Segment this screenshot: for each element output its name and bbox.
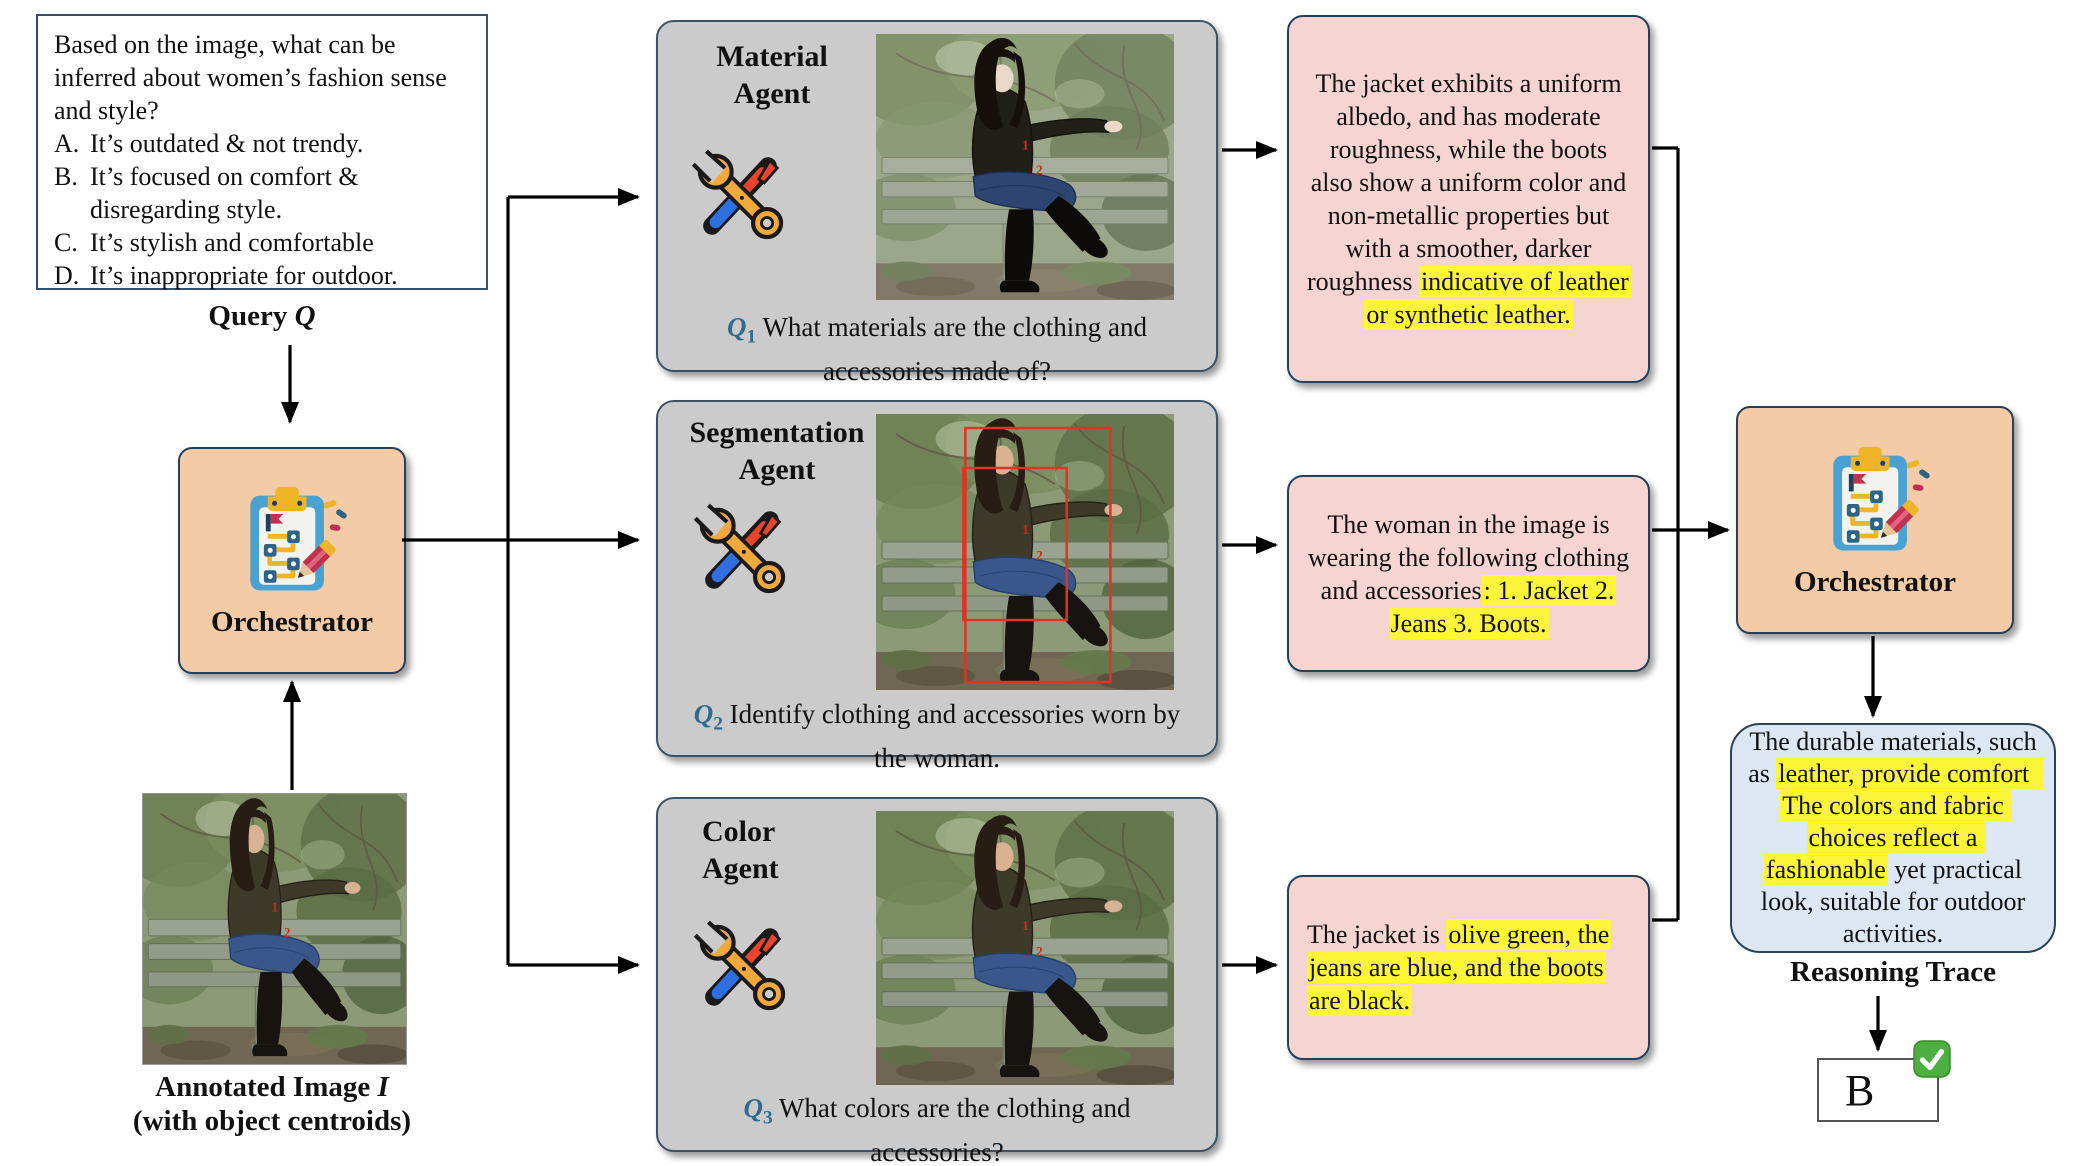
color-agent-question: Q3 What colors are the clothing and acce… bbox=[743, 1093, 1131, 1166]
query-box: Based on the image, what can be inferred… bbox=[36, 14, 488, 290]
orchestrator-box-2: Orchestrator bbox=[1736, 406, 2014, 634]
color-response-box: The jacket is olive green, the jeans are… bbox=[1287, 875, 1650, 1060]
color-response-text: The jacket is olive green, the jeans are… bbox=[1307, 919, 1612, 1016]
query-label: Query Q bbox=[208, 300, 316, 332]
material-agent-label: Material Agent bbox=[716, 40, 828, 110]
svg-text:1: 1 bbox=[1022, 523, 1029, 538]
answer-value: B bbox=[1845, 1065, 1875, 1115]
q3-symbol: Q3 bbox=[743, 1093, 773, 1129]
segmentation-response-box: The woman in the image is wearing the fo… bbox=[1287, 475, 1650, 672]
reasoning-trace-text: The durable materials, such as leather, … bbox=[1748, 727, 2044, 948]
segmentation-response-text: The woman in the image is wearing the fo… bbox=[1307, 509, 1630, 639]
segmentation-agent-question: Q2 Identify clothing and accessories wor… bbox=[693, 699, 1181, 774]
check-icon bbox=[1913, 1040, 1951, 1078]
query-option-d: D. It’s inappropriate for outdoor. bbox=[54, 261, 398, 290]
tools-icon bbox=[686, 494, 798, 606]
svg-text:1: 1 bbox=[1022, 919, 1029, 934]
svg-text:2: 2 bbox=[1036, 549, 1043, 564]
orchestrator-box-1: Orchestrator bbox=[178, 447, 406, 674]
reasoning-trace-label: Reasoning Trace bbox=[1790, 956, 1996, 988]
material-response-box: The jacket exhibits a uniform albedo, an… bbox=[1287, 15, 1650, 383]
svg-text:2: 2 bbox=[1036, 945, 1043, 960]
reasoning-trace-box: The durable materials, such as leather, … bbox=[1730, 723, 2056, 953]
answer-box: B bbox=[1817, 1058, 1939, 1122]
color-agent-label: Color Agent bbox=[702, 815, 779, 885]
q1-symbol: Q1 bbox=[726, 312, 757, 348]
segmentation-agent-label: Segmentation Agent bbox=[689, 416, 865, 486]
clipboard-pencil-icon bbox=[1812, 442, 1938, 560]
query-option-b: B. It’s focused on comfort & disregardin… bbox=[54, 162, 359, 224]
svg-text:1: 1 bbox=[272, 899, 278, 915]
tools-icon bbox=[686, 911, 798, 1023]
q2-symbol: Q2 bbox=[693, 699, 723, 735]
query-question: Based on the image, what can be inferred… bbox=[54, 30, 447, 125]
material-response-text: The jacket exhibits a uniform albedo, an… bbox=[1307, 69, 1631, 330]
material-agent-question: Q1 What materials are the clothing and a… bbox=[726, 312, 1148, 387]
svg-text:1: 1 bbox=[1022, 138, 1029, 153]
orchestrator-label: Orchestrator bbox=[210, 606, 374, 638]
svg-text:2: 2 bbox=[284, 924, 290, 940]
image-symbol: I bbox=[377, 1071, 389, 1103]
svg-text:2: 2 bbox=[1036, 163, 1043, 178]
query-option-c: C. It’s stylish and comfortable bbox=[54, 228, 374, 257]
orchestrator-label: Orchestrator bbox=[1793, 565, 1957, 598]
query-option-a: A. It’s outdated & not trendy. bbox=[54, 129, 364, 158]
tools-icon bbox=[684, 140, 796, 252]
query-symbol: Q bbox=[294, 300, 316, 332]
annotated-image-caption: Annotated Image I (with object centroids… bbox=[132, 1071, 412, 1137]
clipboard-pencil-icon bbox=[229, 482, 355, 600]
